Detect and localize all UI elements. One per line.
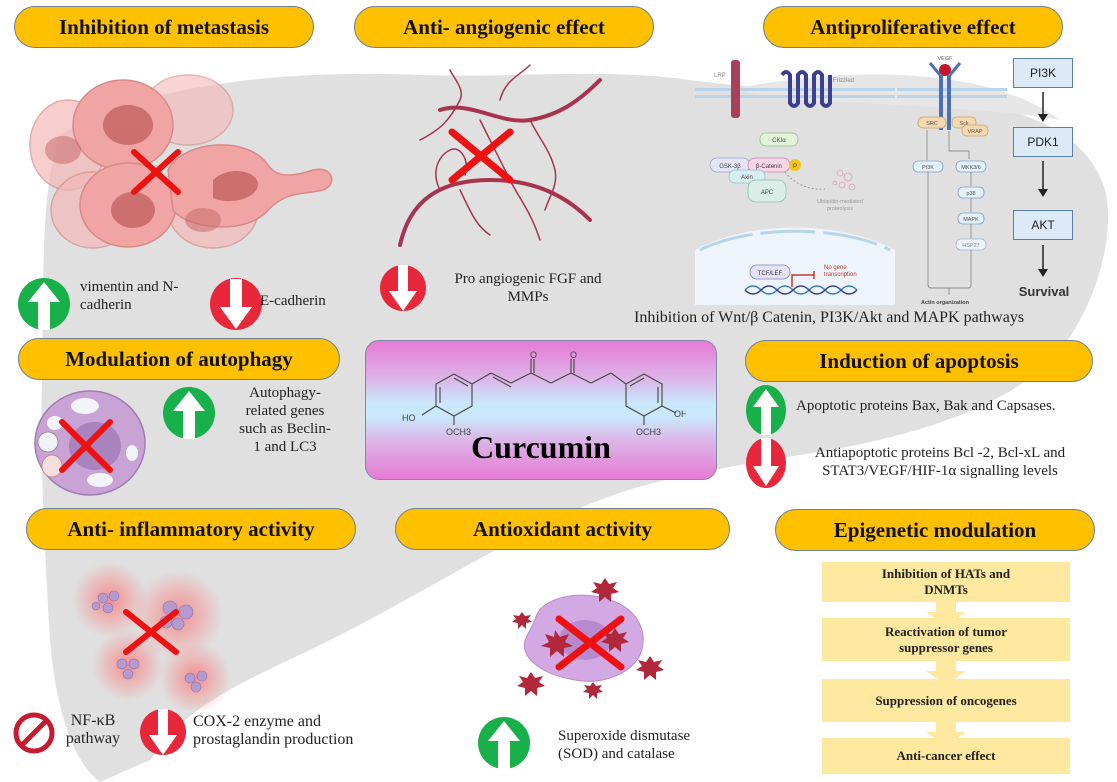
prohibition-icon	[13, 712, 55, 754]
pathway-box-pi3k: PI3K	[1013, 58, 1073, 88]
svg-text:proteolysis: proteolysis	[827, 206, 854, 212]
header-antioxidant: Antioxidant activity	[395, 508, 730, 550]
svg-text:CKIα: CKIα	[772, 138, 786, 144]
header-angiogenic-label: Anti- angiogenic effect	[403, 14, 605, 39]
curcumin-label: Curcumin	[471, 429, 611, 465]
red-cross-icon	[123, 609, 179, 655]
red-cross-icon	[555, 615, 625, 671]
svg-text:No gene: No gene	[824, 265, 847, 271]
down-arrow-icon	[1038, 92, 1048, 122]
header-apoptosis: Induction of apoptosis	[745, 340, 1093, 382]
curcumin-panel: O O HO OCH3 OH OCH3 Curcumin	[365, 340, 717, 480]
flow-down-arrow-icon	[926, 602, 966, 626]
svg-text:TCF/LEF: TCF/LEF	[758, 271, 783, 277]
svg-text:O: O	[570, 351, 577, 360]
signaling-pathway-diagram: LRP Frizzled CKIα GSK-3β β-Catenin P Axi…	[695, 56, 1007, 306]
svg-text:HO: HO	[402, 413, 416, 423]
red-down-arrow-icon	[380, 265, 426, 311]
svg-text:O: O	[530, 351, 537, 360]
metastasis-up-text: vimentin and N- cadherin	[80, 279, 179, 313]
svg-text:PI3K: PI3K	[922, 165, 934, 171]
red-down-arrow-icon	[140, 709, 186, 755]
red-down-arrow-icon	[746, 438, 786, 488]
header-autophagy-label: Modulation of autophagy	[65, 346, 293, 371]
apoptosis-down-text: Antiapoptotic proteins Bcl -2, Bcl-xL an…	[814, 445, 1066, 479]
header-metastasis: Inhibition of metastasis	[14, 6, 314, 48]
svg-text:APC: APC	[761, 190, 774, 196]
antioxidant-up-text: Superoxide dismutase (SOD) and catalase	[558, 728, 691, 762]
inflammatory-down-text: COX-2 enzyme and prostaglandin productio…	[193, 713, 354, 748]
header-epigenetic: Epigenetic modulation	[775, 509, 1095, 551]
autophagy-up-text: Autophagy- related genes such as Beclin-…	[239, 385, 331, 455]
red-cross-icon	[448, 128, 514, 184]
curcumin-structure: O O HO OCH3 OH OCH3	[402, 351, 686, 437]
pathway-box-akt: AKT	[1013, 210, 1073, 240]
inflammatory-blocked-text: NF-κB pathway	[65, 712, 121, 747]
header-metastasis-label: Inhibition of metastasis	[58, 14, 270, 39]
svg-text:Frizzled: Frizzled	[833, 78, 854, 84]
red-cross-icon	[59, 419, 113, 473]
header-antiproliferative: Antiproliferative effect	[763, 6, 1063, 48]
cancer-cells-illustration	[29, 74, 333, 249]
green-up-arrow-icon	[163, 387, 215, 439]
header-angiogenic: Anti- angiogenic effect	[354, 6, 654, 48]
blood-vessels-illustration	[398, 64, 602, 247]
svg-text:Ubiquitin-mediated: Ubiquitin-mediated	[817, 199, 863, 205]
svg-text:LRP: LRP	[714, 73, 726, 79]
svg-text:p38: p38	[966, 191, 975, 197]
svg-text:VRAP: VRAP	[968, 129, 983, 135]
pathway-survival-label: Survival	[1018, 284, 1070, 299]
header-autophagy: Modulation of autophagy	[18, 338, 340, 380]
pathway-box-pdk1: PDK1	[1013, 127, 1073, 157]
svg-text:Sck: Sck	[959, 121, 968, 127]
header-antioxidant-label: Antioxidant activity	[472, 516, 653, 541]
red-down-arrow-icon	[210, 278, 262, 330]
green-up-arrow-icon	[18, 278, 70, 330]
svg-text:Actin organization: Actin organization	[921, 300, 970, 306]
epigenetic-step-4: Anti-cancer effect	[822, 738, 1070, 774]
apoptosis-up-text: Apoptotic proteins Bax, Bak and Capsases…	[796, 398, 1056, 414]
svg-text:VEGF: VEGF	[938, 56, 954, 62]
epigenetic-step-3: Suppression of oncogenes	[822, 679, 1070, 722]
svg-text:OH: OH	[674, 409, 686, 419]
red-cross-icon	[131, 149, 181, 195]
header-inflammatory-label: Anti- inflammatory activity	[67, 516, 315, 541]
flow-down-arrow-icon	[926, 661, 966, 685]
svg-text:MKK3/6: MKK3/6	[961, 165, 981, 171]
svg-text:transcription: transcription	[824, 272, 857, 278]
svg-text:HSP27: HSP27	[962, 243, 979, 249]
header-apoptosis-label: Induction of apoptosis	[819, 348, 1019, 373]
header-epigenetic-label: Epigenetic modulation	[833, 517, 1037, 542]
green-up-arrow-icon	[746, 385, 786, 435]
down-arrow-icon	[1038, 161, 1048, 197]
svg-text:SRC: SRC	[926, 121, 938, 127]
ros-burst-icons	[512, 578, 664, 699]
svg-text:β-Catenin: β-Catenin	[756, 164, 782, 170]
header-antiproliferative-label: Antiproliferative effect	[810, 14, 1016, 39]
svg-text:P: P	[793, 164, 797, 170]
svg-text:OCH3: OCH3	[446, 427, 471, 437]
svg-text:MAPK: MAPK	[963, 217, 979, 223]
svg-text:OCH3: OCH3	[636, 427, 661, 437]
svg-text:Axin: Axin	[741, 175, 753, 181]
header-inflammatory: Anti- inflammatory activity	[26, 508, 356, 550]
down-arrow-icon	[1038, 245, 1048, 277]
metastasis-down-text: E-cadherin	[260, 293, 326, 309]
flow-down-arrow-icon	[926, 722, 966, 746]
angiogenic-down-text: Pro angiogenic FGF and MMPs	[454, 271, 602, 305]
green-up-arrow-icon	[478, 717, 530, 769]
antiproliferative-caption: Inhibition of Wnt/β Catenin, PI3K/Akt an…	[634, 309, 1025, 326]
svg-text:GSK-3β: GSK-3β	[719, 164, 741, 170]
